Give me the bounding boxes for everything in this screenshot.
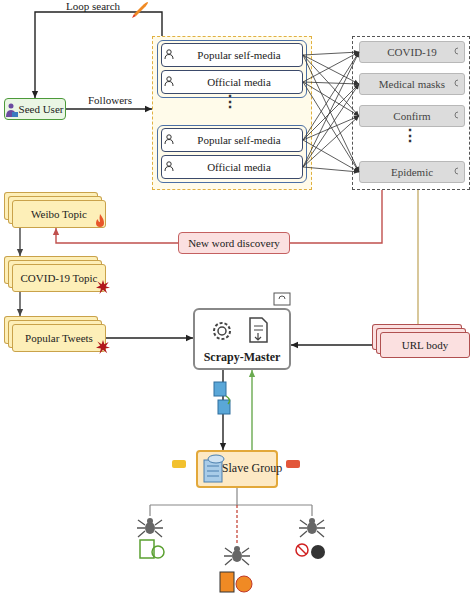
node-text: URL body	[402, 339, 448, 351]
keyword-box: Epidemic	[359, 161, 465, 183]
node-text: Epidemic	[391, 166, 433, 178]
arrow-head	[249, 370, 255, 377]
arrow-head	[291, 342, 298, 348]
connector-line	[251, 370, 252, 450]
distribution-lines	[150, 488, 312, 545]
topic-stack: Popular Tweets	[12, 324, 106, 352]
node-text: Popular self-media	[197, 49, 280, 61]
connector-line	[222, 370, 223, 450]
connector	[106, 335, 193, 341]
keyword-group: COVID-19Medical masksConfirmEpidemic	[352, 36, 470, 190]
arrow-head	[17, 309, 23, 316]
connector-line	[106, 337, 193, 338]
media-box: Popular self-media	[161, 43, 303, 67]
process-box: New word discovery	[178, 232, 290, 254]
node-text: New word discovery	[188, 237, 280, 249]
rocket-icon	[132, 2, 148, 18]
edge-label: Loop search	[66, 0, 120, 12]
arrow-head	[186, 335, 193, 341]
media-box: Official media	[161, 70, 303, 94]
edge-label: Followers	[88, 94, 132, 106]
node-text: Scrapy-Master	[204, 351, 281, 364]
spider-icon	[299, 518, 325, 537]
arrow-head	[145, 106, 152, 112]
keyword-box: COVID-19	[359, 41, 465, 63]
node-text: Official media	[207, 76, 271, 88]
connector	[291, 342, 372, 348]
connector-line	[290, 190, 382, 243]
connector	[66, 106, 152, 112]
topic-stack: COVID-19 Topic	[12, 264, 106, 292]
connector-line	[56, 228, 178, 243]
connector-line	[66, 108, 152, 109]
spider-icon	[137, 518, 163, 537]
ellipsis-label: ⋮	[222, 92, 238, 111]
media-box: Popular self-media	[161, 128, 303, 152]
connector	[220, 370, 226, 450]
node-text: Seed User	[19, 103, 64, 115]
topic-stack: Weibo Topic	[12, 200, 106, 228]
node-text: Popular Tweets	[25, 332, 93, 344]
refresh-badge	[274, 293, 290, 305]
arrow-head	[32, 91, 38, 98]
connector	[17, 228, 23, 256]
media-box: Official media	[161, 155, 303, 179]
media-group: Popular self-mediaOfficial mediaPopular …	[152, 36, 312, 190]
connector	[249, 370, 255, 450]
connector	[53, 228, 178, 243]
master-box: Scrapy-Master	[193, 308, 291, 370]
keyword-box: Confirm	[359, 105, 465, 127]
url-stack: URL body	[380, 332, 470, 358]
connector-line	[35, 12, 162, 98]
document-icon	[250, 318, 267, 342]
node-text: Medical masks	[379, 78, 445, 90]
node-text: Popular self-media	[197, 134, 280, 146]
connector	[290, 190, 382, 243]
connector-line	[291, 344, 372, 345]
arrow-head	[53, 228, 59, 235]
node-text: Confirm	[393, 110, 430, 122]
node-text: Slave Group	[222, 462, 282, 475]
connector	[418, 190, 419, 324]
arrow-head	[17, 249, 23, 256]
node-text: Official media	[207, 161, 271, 173]
arrow-head	[220, 443, 226, 450]
connector	[17, 292, 23, 316]
document-stack-icon	[214, 382, 230, 414]
keyword-box: Medical masks	[359, 73, 465, 95]
connector-line	[417, 190, 418, 324]
connector	[32, 12, 162, 98]
ellipsis-label: ⋮	[402, 126, 418, 145]
node-text: Weibo Topic	[31, 208, 87, 220]
crawler-target-icons	[140, 540, 325, 592]
node-text: COVID-19 Topic	[21, 272, 98, 284]
node-text: COVID-19	[387, 46, 437, 58]
spider-icon	[224, 546, 250, 565]
